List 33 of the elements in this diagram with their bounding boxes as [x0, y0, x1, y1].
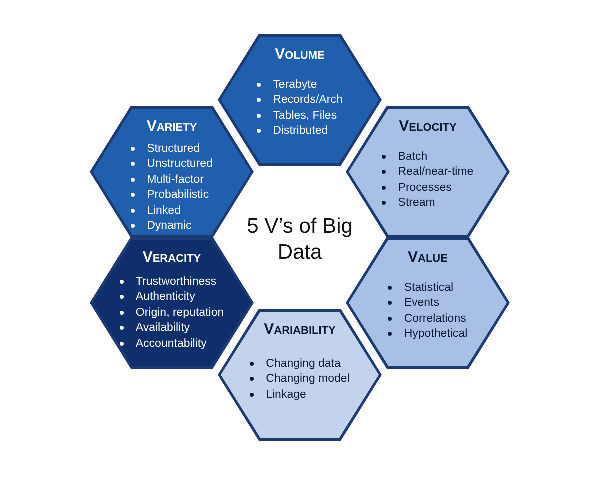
bullet-text: Availability: [136, 321, 190, 336]
bullet-text: Stream: [398, 196, 436, 210]
bullet-text: Statistical: [404, 280, 454, 295]
bullet-text: Real/near-time: [398, 165, 474, 180]
bullet-text: Accountability: [136, 336, 207, 351]
hexagon-heading: Value: [408, 249, 448, 266]
bullet-text: Tables, Files: [273, 108, 338, 123]
bullet-text: Distributed: [273, 124, 328, 138]
bullet-text: Batch: [398, 150, 428, 164]
center-title: 5 V’s of Big Data: [246, 214, 354, 266]
bullet-text: Dynamic: [147, 219, 192, 234]
bullet-text: Processes: [398, 180, 452, 195]
bullet-text: Structured: [147, 142, 200, 156]
bullet-text: Authenticity: [136, 290, 196, 304]
bullet-text: Multi-factor: [147, 172, 204, 187]
bullet-text: Origin, reputation: [136, 306, 224, 320]
bullet-text: Correlations: [404, 312, 466, 326]
hexagon-heading: Variability: [264, 321, 336, 338]
hexagon-heading: Velocity: [399, 118, 457, 135]
hexagon-heading: Variety: [146, 118, 198, 135]
bullet-text: Unstructured: [147, 157, 213, 172]
bullet-text: Events: [404, 296, 440, 310]
bullet-text: Probabilistic: [147, 188, 210, 202]
bullet-text: Hypothetical: [404, 327, 468, 342]
bullet-text: Trustworthiness: [136, 274, 217, 289]
bullet-text: Changing data: [266, 356, 341, 371]
bullet-text: Terabyte: [273, 78, 318, 92]
bullet-text: Linked: [147, 204, 181, 218]
hexagon-heading: Volume: [275, 46, 325, 63]
bullet-text: Linkage: [266, 388, 306, 402]
hexagon-heading: Veracity: [142, 249, 202, 266]
bullet-text: Records/Arch: [273, 93, 343, 108]
bullet-text: Changing model: [266, 372, 350, 386]
